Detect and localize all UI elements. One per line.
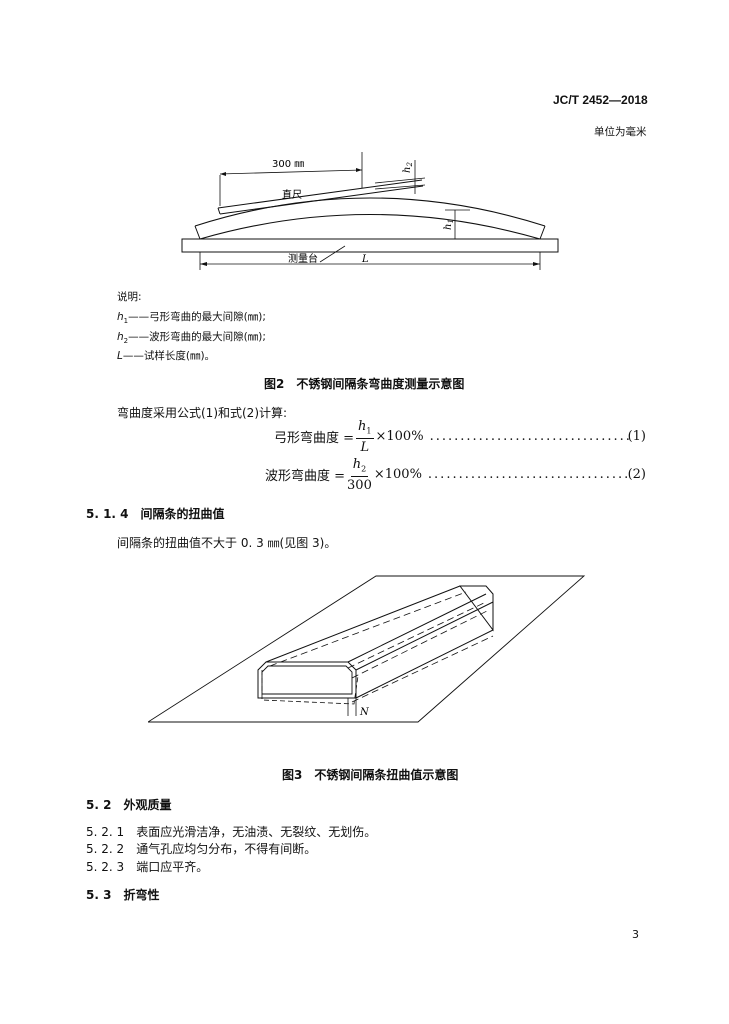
formula-1-rhs: ×100% — [375, 429, 424, 445]
section-514-text: 间隔条的扭曲值不大于 0. 3 ㎜(见图 3)。 — [117, 536, 337, 550]
legend-item-h2: h2——波形弯曲的最大间隙(㎜); — [117, 331, 266, 346]
dim-300-label: 300 ㎜ — [272, 159, 304, 170]
standard-code: JC/T 2452—2018 — [553, 93, 648, 107]
formula-2-fraction: h2 300 — [347, 457, 372, 493]
legend-item-l: L——试样长度(㎜)。 — [117, 350, 216, 362]
formula-1-lhs: 弓形弯曲度 = — [274, 431, 355, 447]
straightedge-label: 直尺 — [282, 188, 302, 201]
section-514-heading: 5. 1. 4 间隔条的扭曲值 — [86, 507, 225, 521]
figure-2-caption: 图2 不锈钢间隔条弯曲度测量示意图 — [264, 377, 465, 391]
unit-note: 单位为毫米 — [594, 126, 647, 138]
h2-label: h2 — [402, 162, 414, 173]
formula-2: 波形弯曲度 = h2 300 ×100% ...................… — [265, 457, 646, 493]
item-521: 5. 2. 1 表面应光滑洁净，无油渍、无裂纹、无划伤。 — [86, 825, 377, 839]
item-523: 5. 2. 3 端口应平齐。 — [86, 860, 209, 874]
figure-3-diagram: N — [148, 575, 586, 723]
figure-2-diagram: 300 ㎜ 直尺 h2 h1 测量台 L — [181, 152, 559, 270]
section-53-heading: 5. 3 折弯性 — [86, 888, 160, 902]
formula-1-fraction: h1 L — [356, 419, 374, 455]
section-52-heading: 5. 2 外观质量 — [86, 798, 172, 812]
table-label: 测量台 — [288, 252, 318, 265]
formula-2-number: (2) — [627, 467, 646, 483]
legend-item-h1: h1——弓形弯曲的最大间隙(㎜); — [117, 311, 266, 326]
formula-1-number: (1) — [627, 429, 646, 445]
page-number: 3 — [632, 928, 639, 941]
formula-intro: 弯曲度采用公式(1)和式(2)计算: — [117, 406, 288, 420]
formula-2-rhs: ×100% — [373, 467, 422, 483]
legend-title: 说明: — [117, 291, 142, 303]
figure-3-caption: 图3 不锈钢间隔条扭曲值示意图 — [282, 768, 459, 782]
formula-2-lhs: 波形弯曲度 = — [265, 469, 346, 485]
formula-1: 弓形弯曲度 = h1 L ×100% .....................… — [274, 419, 646, 455]
h1-label: h1 — [443, 219, 455, 230]
n-label: N — [359, 707, 370, 718]
item-522: 5. 2. 2 通气孔应均匀分布，不得有间断。 — [86, 842, 317, 856]
length-label: L — [361, 254, 369, 265]
